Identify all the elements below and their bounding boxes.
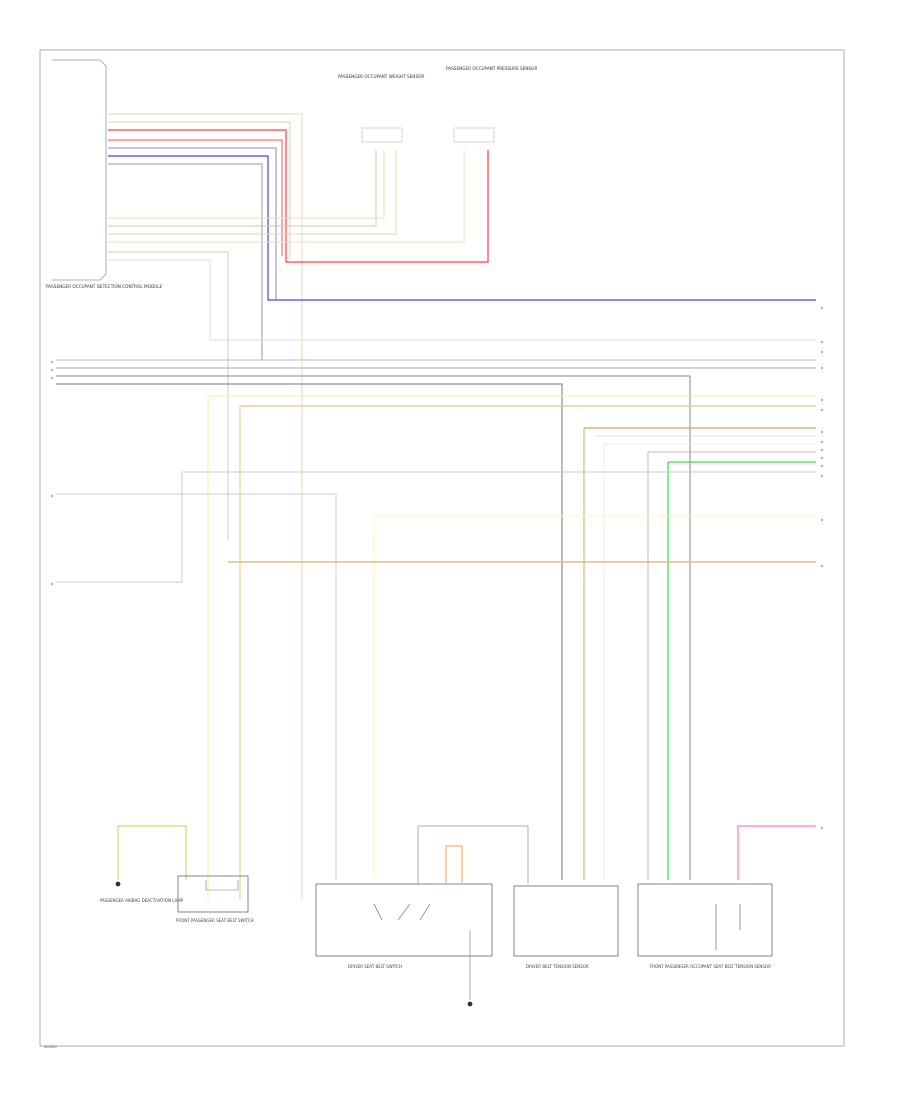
pressure-sensor-label: PASSENGER OCCUPANT PRESSURE SENSOR [446,66,537,71]
ground-bottom-icon [467,1001,473,1007]
module-wires [108,113,816,900]
pressure-sensor-top: PASSENGER OCCUPANT PRESSURE SENSOR [446,66,537,143]
front-passenger-switch-label: FRONT PASSENGER SEAT BELT SWITCH [176,918,254,923]
driver-seat-belt-switch: DRIVER SEAT BELT SWITCH [315,825,529,1007]
left-terminals [51,361,53,585]
footer-code: W0000 [44,1045,57,1049]
bus-lines [56,359,816,900]
right-terminals [821,307,823,829]
ground-left: PASSENGER AIRBAG DEACTIVATION LAMP [100,825,187,903]
occupant-control-module: PASSENGER OCCUPANT DETECTION CONTROL MOD… [46,59,163,289]
occupant-module-label: PASSENGER OCCUPANT DETECTION CONTROL MOD… [46,284,163,289]
driver-tension-sensor: DRIVER BELT TENSION SENSOR [513,885,619,969]
weight-sensor-label: PASSENGER OCCUPANT WEIGHT SENSOR [338,74,424,79]
driver-tension-label: DRIVER BELT TENSION SENSOR [526,964,589,969]
passenger-tension-label: FRONT PASSENGER OCCUPANT SEAT BELT TENSI… [650,964,771,969]
ground-left-label: PASSENGER AIRBAG DEACTIVATION LAMP [100,898,184,903]
passenger-tension-sensor: FRONT PASSENGER OCCUPANT SEAT BELT TENSI… [637,883,773,969]
pink-wire [737,825,816,880]
front-passenger-switch: FRONT PASSENGER SEAT BELT SWITCH [176,875,254,923]
weight-sensor-top: PASSENGER OCCUPANT WEIGHT SENSOR [338,74,424,143]
driver-switch-label: DRIVER SEAT BELT SWITCH [348,964,402,969]
diagram-border [39,49,845,1047]
